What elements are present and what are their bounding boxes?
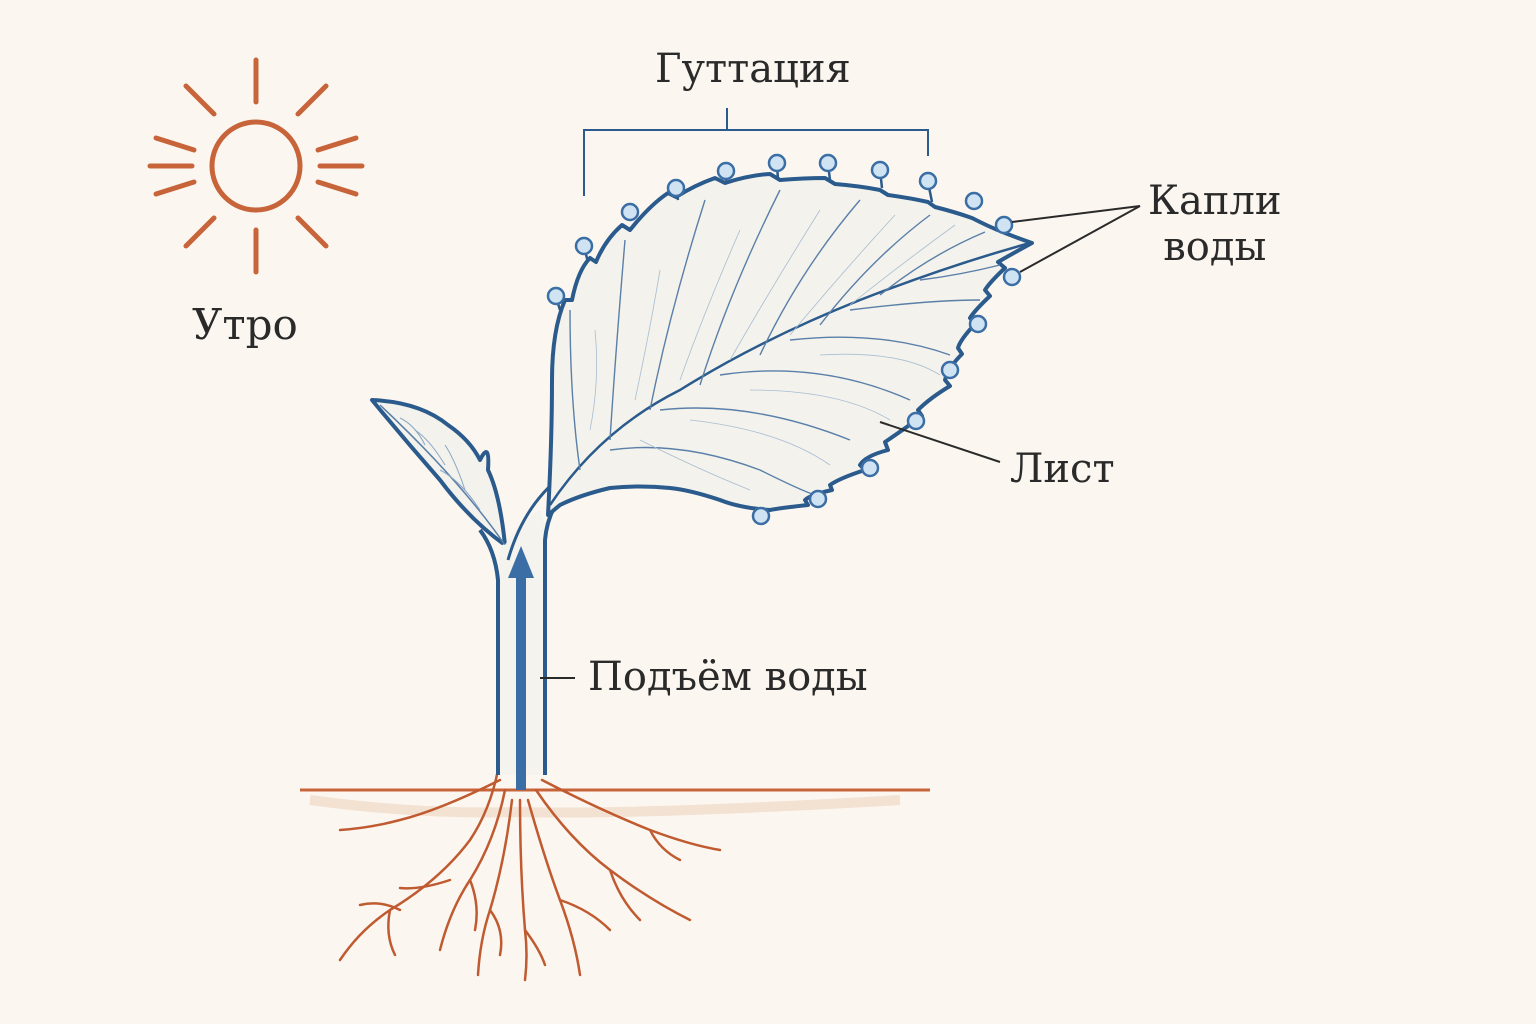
water-droplet-icon [620,202,640,222]
water-droplet-icon [666,178,686,201]
water-droplet-icon [716,161,736,184]
diagram-title: Гуттация [655,46,851,92]
water-drops-label-line2: воды [1163,224,1267,270]
big-leaf [546,172,1034,517]
drops-pointer-1 [1011,205,1141,223]
water-rise-label: Подъём воды [588,654,868,700]
leaf-pointer [879,421,1001,463]
water-droplet-icon [968,314,988,334]
water-drops-label-line1: Капли [1148,178,1282,224]
morning-label: Утро [192,300,298,349]
water-droplet-icon [808,489,828,509]
guttation-bracket [583,108,929,196]
water-droplet-icon [1002,267,1022,287]
water-droplet-icon [870,160,890,189]
water-droplet-icon [964,191,984,211]
water-droplet-icon [994,215,1014,235]
roots [338,768,722,982]
up-arrow-icon [508,546,534,790]
water-droplet-icon [751,506,771,526]
water-droplet-icon [918,171,938,203]
water-droplet-icon [546,286,566,311]
pointer-lines [540,205,1141,679]
water-droplet-icon [574,236,594,263]
water-drops-label: Капли воды [1148,178,1282,270]
water-droplet-icon [818,153,838,181]
small-leaf [370,398,507,547]
water-droplet-icon [860,458,880,478]
water-droplets [546,153,1022,526]
water-droplet-icon [940,360,960,380]
leaf-label: Лист [1010,446,1115,492]
sun-icon [147,57,365,275]
drops-pointer-2 [1019,205,1141,273]
soil [300,788,930,818]
water-droplet-icon [767,153,787,181]
water-droplet-icon [906,411,926,431]
